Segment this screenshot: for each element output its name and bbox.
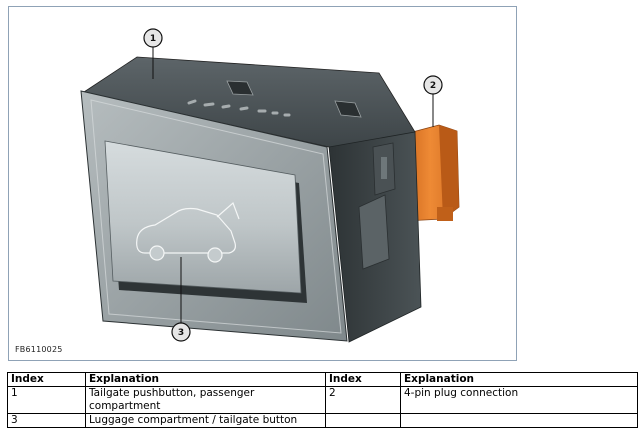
svg-text:1: 1 (150, 34, 156, 44)
callout-leaders (152, 47, 434, 323)
tailgate-symbol (136, 201, 240, 263)
table-row: 1 Tailgate pushbutton, passenger compart… (7, 386, 638, 414)
figure-code: FB6110025 (15, 345, 63, 354)
explanation-cell (400, 413, 638, 428)
index-cell: 3 (7, 413, 86, 428)
header-index: Index (7, 372, 86, 387)
index-cell: 1 (7, 386, 86, 414)
housing-clips (187, 80, 362, 118)
svg-text:2: 2 (430, 81, 436, 91)
header-index: Index (325, 372, 401, 387)
svg-text:3: 3 (178, 328, 184, 338)
push-button (104, 140, 307, 303)
explanation-cell: Tailgate pushbutton, passenger compartme… (85, 386, 326, 414)
component-figure: 1 2 3 FB6110025 (8, 6, 517, 361)
side-latch (358, 142, 396, 270)
tailgate-button-illustration: 1 2 3 (80, 28, 460, 343)
callout-3: 3 (171, 322, 191, 342)
callout-2: 2 (423, 75, 443, 95)
table-row: 3 Luggage compartment / tailgate button (7, 413, 638, 428)
explanation-cell: 4-pin plug connection (400, 386, 638, 414)
header-explanation: Explanation (400, 372, 638, 387)
header-explanation: Explanation (85, 372, 326, 387)
legend-table: Index Explanation Index Explanation 1 Ta… (7, 372, 638, 428)
explanation-cell: Luggage compartment / tailgate button (85, 413, 326, 428)
callout-1: 1 (143, 28, 163, 48)
index-cell: 2 (325, 386, 401, 414)
legend-header-row: Index Explanation Index Explanation (7, 372, 638, 387)
index-cell (325, 413, 401, 428)
